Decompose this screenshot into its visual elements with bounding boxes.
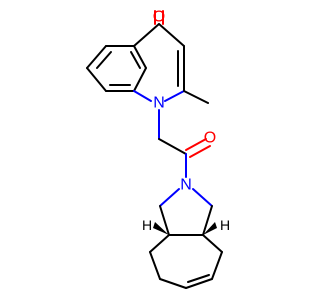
bond-c4-c5 bbox=[133, 67, 147, 92]
bond-c11-o2-bottom bbox=[189, 145, 211, 158]
bond-c12-c13 bbox=[159, 205, 170, 236]
molecule-structure: O N O N H H bbox=[0, 0, 300, 300]
atom-o1: O bbox=[153, 9, 165, 26]
atom-h1: H bbox=[142, 217, 152, 233]
bond-c11-o2-top bbox=[185, 138, 207, 151]
double-bond-c18-c19-inner bbox=[187, 274, 210, 283]
atom-h2: H bbox=[220, 217, 230, 233]
bond-c1-c2 bbox=[86, 45, 107, 69]
acetyl-linker: O bbox=[158, 130, 216, 178]
bond-c9-n1 bbox=[164, 90, 185, 102]
bond-c6-c1 bbox=[86, 67, 107, 92]
background bbox=[0, 0, 300, 300]
bond-c17-c18 bbox=[159, 278, 187, 289]
stereo-wedge-right bbox=[203, 222, 217, 235]
quinolinone-ring bbox=[86, 23, 209, 104]
bond-c13-c16 bbox=[149, 234, 170, 253]
bond-c19-c20 bbox=[211, 251, 223, 280]
isoindole-system: N H H bbox=[142, 177, 230, 289]
bond-c10-c11 bbox=[158, 138, 187, 155]
bond-n2-c12 bbox=[159, 188, 180, 207]
atom-o2: O bbox=[204, 130, 216, 147]
atom-n1: N bbox=[153, 95, 165, 112]
bond-c18-c19 bbox=[185, 278, 213, 289]
bond-c7-c8 bbox=[158, 23, 185, 47]
bond-c3-c7 bbox=[133, 23, 160, 47]
bond-c16-c17 bbox=[149, 251, 161, 280]
double-bond-c3-c4-inner bbox=[130, 51, 141, 69]
nitrogen-1: N bbox=[153, 95, 165, 140]
double-bond-c1-c2-inner bbox=[96, 51, 112, 69]
bond-n2-c15 bbox=[192, 188, 213, 207]
bond-c9-methyl bbox=[183, 90, 209, 104]
carbonyl-group-top: O bbox=[153, 9, 165, 26]
atom-n2: N bbox=[180, 177, 192, 194]
bond-c5-n1 bbox=[133, 90, 152, 102]
stereo-wedge-left bbox=[153, 222, 169, 235]
bond-c14-c15 bbox=[202, 205, 213, 236]
bond-c20-c14 bbox=[202, 234, 223, 253]
bond-c3-c4 bbox=[133, 45, 147, 69]
